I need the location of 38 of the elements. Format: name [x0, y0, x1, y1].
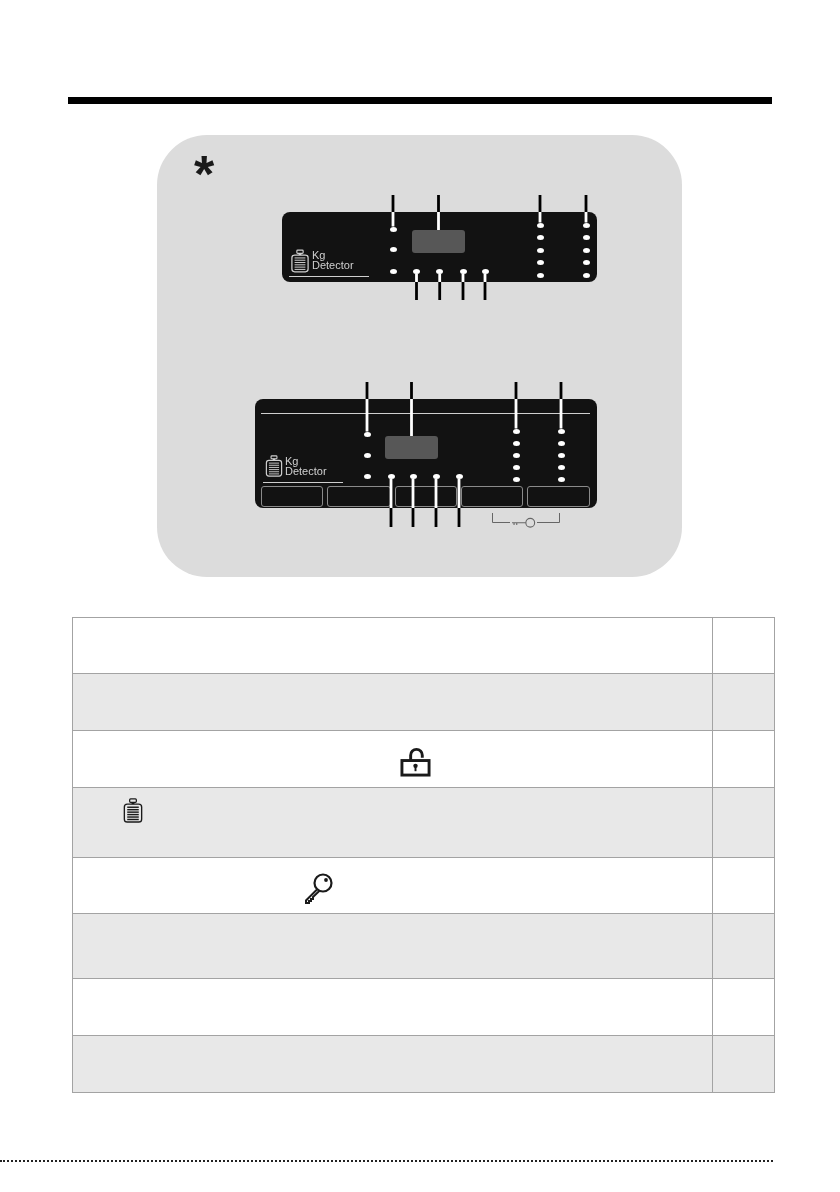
indicator-light — [481, 268, 489, 274]
leader-line — [559, 382, 563, 429]
leader-line — [411, 478, 415, 527]
leader-line — [391, 195, 395, 227]
indicator-light — [512, 428, 520, 434]
indicator-light — [455, 473, 463, 479]
indicator-light — [387, 473, 395, 479]
display-screen — [412, 230, 465, 253]
leader-line — [365, 382, 369, 432]
leader-line — [514, 382, 518, 429]
indicator-light — [436, 268, 444, 274]
leader-line — [457, 478, 461, 527]
indicator-light — [432, 473, 440, 479]
leader-line — [461, 273, 465, 300]
leader-line — [483, 273, 487, 300]
indicator-light — [557, 428, 565, 434]
indicator-light — [582, 222, 590, 228]
leader-line — [434, 478, 438, 527]
indicator-light — [363, 431, 371, 437]
leader-line — [437, 195, 440, 230]
indicator-light — [459, 268, 467, 274]
control-panel — [282, 212, 597, 282]
leader-line — [584, 195, 588, 223]
feature-label: Kg Detector — [285, 456, 328, 476]
control-panel — [255, 399, 597, 508]
note-mark: * — [194, 148, 216, 200]
indicator-light — [413, 268, 420, 274]
leader-line — [410, 382, 413, 436]
leader-line — [438, 273, 442, 300]
leader-line — [389, 478, 393, 527]
leader-line — [538, 195, 542, 223]
indicator-light — [389, 226, 397, 232]
indicator-light — [536, 222, 544, 228]
leader-line — [415, 273, 418, 300]
panel-card — [157, 135, 682, 577]
indicator-light — [409, 473, 417, 479]
feature-label: Kg Detector — [312, 250, 355, 270]
display-screen — [385, 436, 438, 459]
